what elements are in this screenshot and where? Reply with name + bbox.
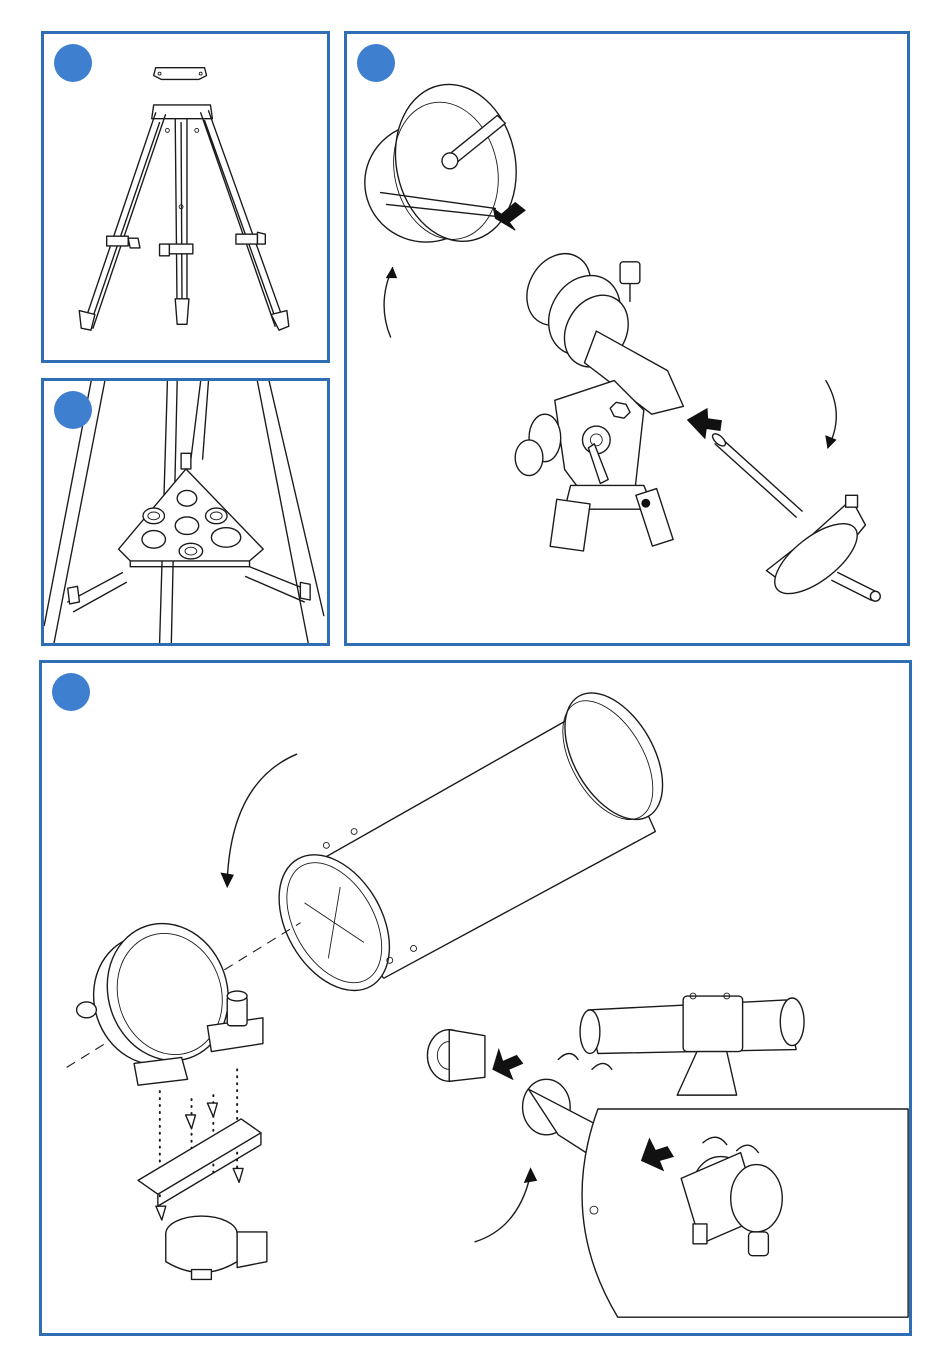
counterweight-icon: [764, 495, 881, 606]
step-badge: [52, 673, 90, 711]
equatorial-mount-icon: [347, 34, 907, 643]
step-badge: [54, 391, 92, 429]
step-badge: [357, 44, 395, 82]
panel-tube-assembly: [39, 660, 912, 1336]
eyepiece-icon: [427, 1030, 484, 1082]
panel-accessory-tray: [41, 378, 330, 646]
tube-rings-icon: [77, 908, 263, 1086]
step-badge: [54, 44, 92, 82]
finderscope-icon: [580, 993, 804, 1095]
panel-tripod: [41, 31, 330, 363]
tripod-icon: [44, 34, 327, 360]
tube-rings-icon: [365, 73, 531, 253]
panel-mount: [344, 31, 910, 646]
telescope-tube-icon: [42, 663, 909, 1333]
